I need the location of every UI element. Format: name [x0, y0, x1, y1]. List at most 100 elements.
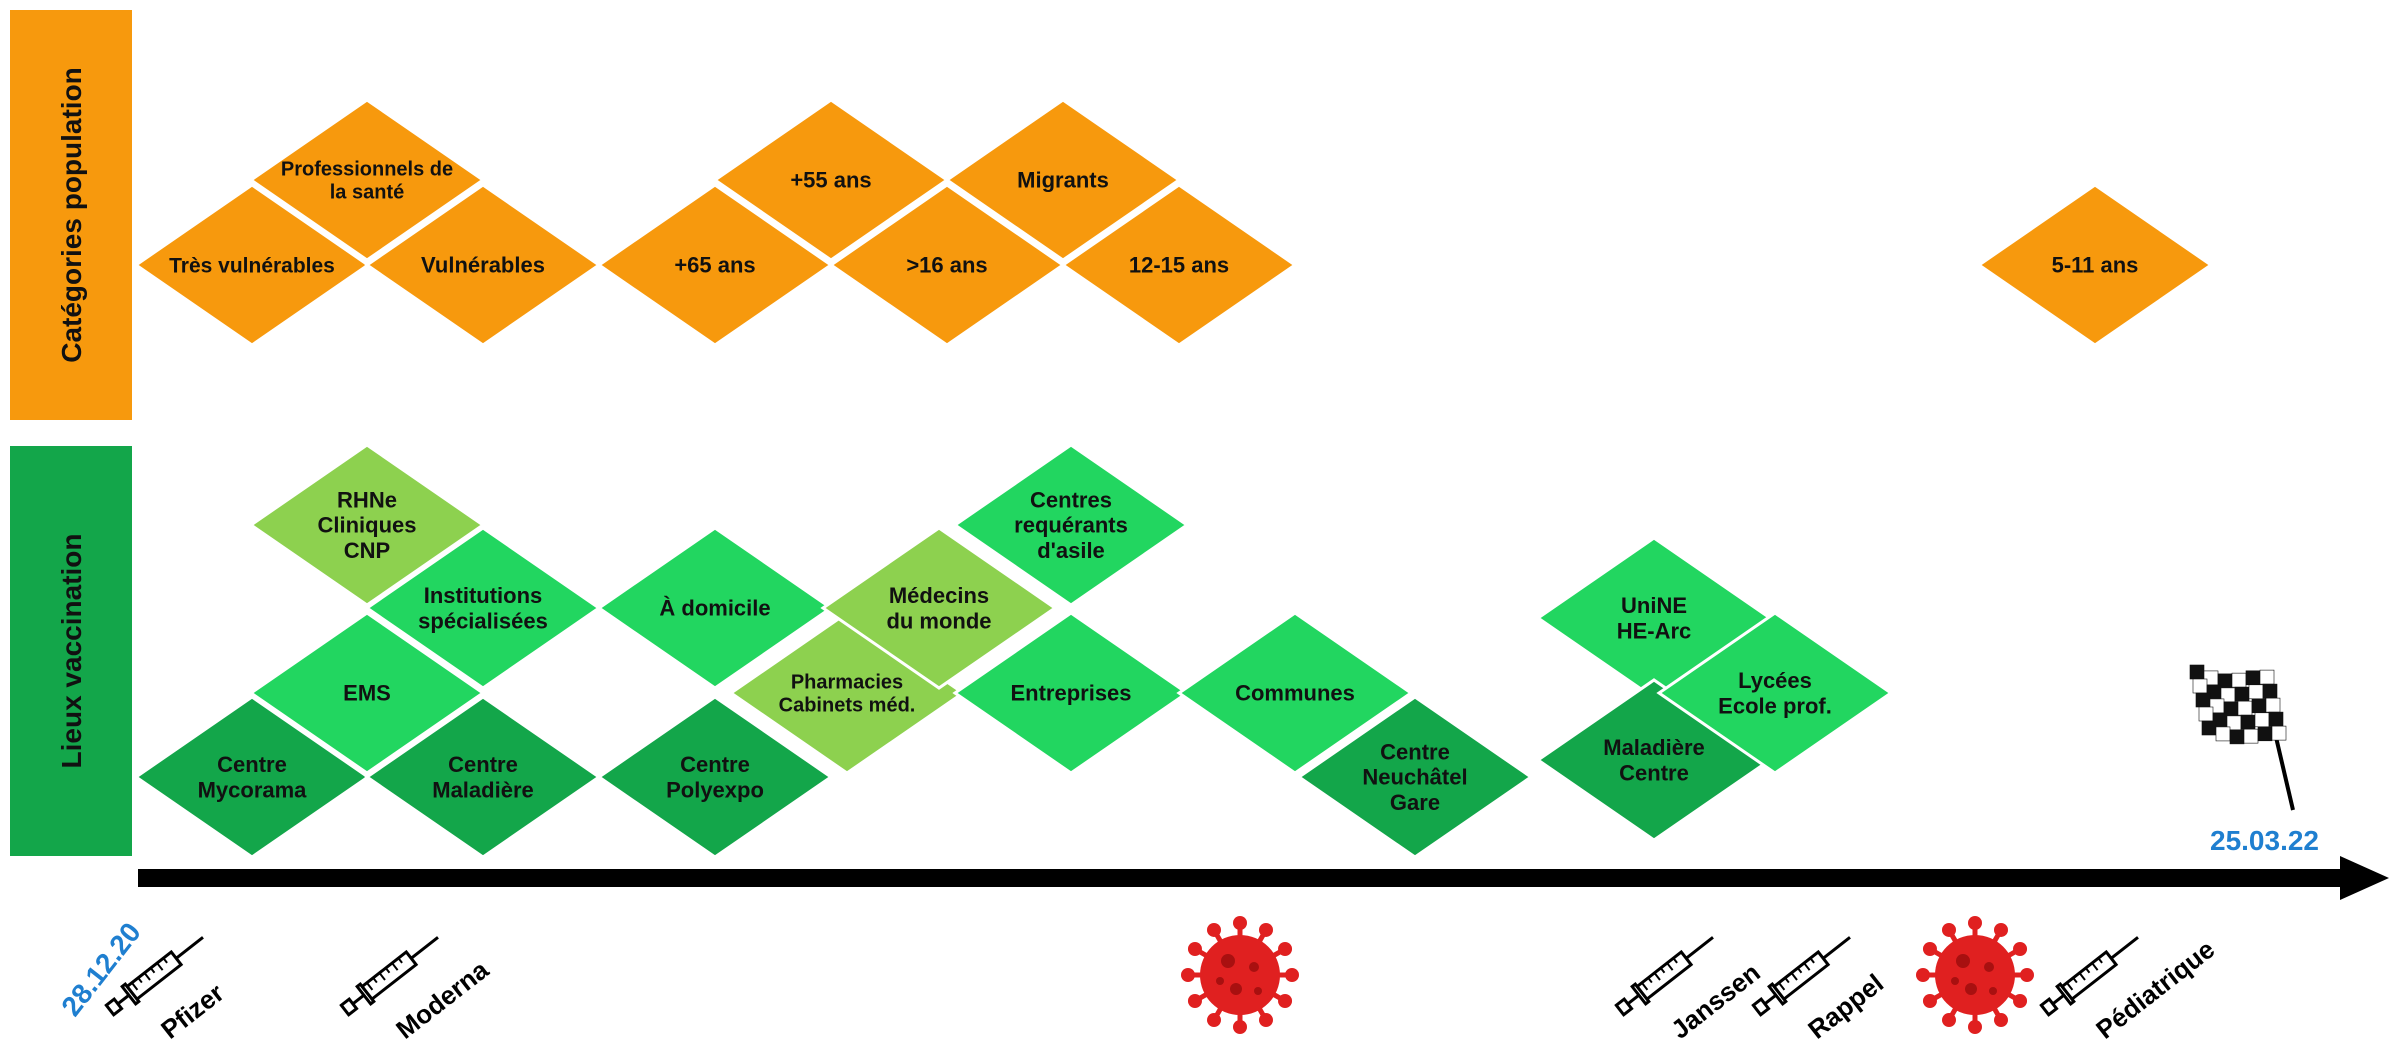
syringe-icon — [2039, 936, 2139, 1017]
syringe-icon — [1751, 936, 1851, 1017]
syringe-icon — [1614, 936, 1714, 1017]
diamond-shape — [828, 183, 1066, 347]
diamond-label-line: Migrants — [1017, 168, 1109, 193]
diamond-label-line: Polyexpo — [666, 777, 764, 802]
diamond-label-line: UniNE — [1621, 593, 1687, 618]
checkered-flag-icon — [2189, 664, 2295, 811]
diamond-migrants: Migrants — [944, 98, 1182, 262]
diamond-shape — [248, 443, 486, 607]
diamond-label-line: +55 ans — [790, 168, 871, 193]
diamond-shape — [596, 526, 834, 690]
diamond-entreprises: Entreprises — [952, 611, 1190, 775]
diamond-plus-16: >16 ans — [828, 183, 1066, 347]
diamond-shape — [364, 183, 602, 347]
diamond-label-line: Lycées — [1738, 668, 1812, 693]
syringe-icon — [104, 936, 204, 1017]
diamond-label-line: Vulnérables — [421, 253, 545, 278]
diamond-label-line: Centres — [1030, 487, 1112, 512]
diamond-label-line: Pharmacies — [791, 672, 903, 694]
diamond-label-line: Communes — [1235, 681, 1355, 706]
diamond-shape — [1176, 611, 1414, 775]
diamond-shape — [133, 695, 371, 859]
diamond-shape — [944, 98, 1182, 262]
diamond-label-line: EMS — [343, 681, 391, 706]
diamond-label-line: la santé — [330, 182, 404, 204]
diamond-a-domicile: À domicile — [596, 526, 834, 690]
diamond-label-line: 12-15 ans — [1129, 253, 1229, 278]
diamond-shape — [1060, 183, 1298, 347]
diamond-plus-65: +65 ans — [596, 183, 834, 347]
diamond-label-line: RHNe — [337, 487, 397, 512]
diamond-shape — [133, 183, 371, 347]
vaccine-label-pfizer: Pfizer — [155, 977, 229, 1044]
diamond-label-line: 5-11 ans — [2052, 253, 2139, 278]
diamond-label-line: À domicile — [659, 596, 770, 621]
diamond-shape — [596, 695, 834, 859]
population-sidebar — [10, 10, 132, 420]
diamond-shape — [248, 611, 486, 775]
lieux-sidebar-label: Lieux vaccination — [56, 534, 87, 769]
diamond-label-line: Ecole prof. — [1718, 693, 1832, 718]
virus-markers — [1181, 916, 2034, 1034]
diamond-label-line: d'asile — [1037, 538, 1105, 563]
diamond-communes: Communes — [1176, 611, 1414, 775]
diamond-label-line: Professionnels de — [281, 159, 453, 181]
diamond-shape — [712, 98, 950, 262]
diamond-label-line: Médecins — [889, 583, 989, 608]
diamond-tres-vulnerables: Très vulnérables — [133, 183, 371, 347]
diamond-shape — [364, 526, 602, 690]
diamond-label-line: >16 ans — [906, 253, 987, 278]
diamond-shape — [952, 611, 1190, 775]
diamond-label-line: Centre — [680, 752, 750, 777]
diamond-label-line: Très vulnérables — [169, 254, 335, 277]
diamond-ans-5-11: 5-11 ans — [1976, 183, 2214, 347]
diamond-shape — [248, 98, 486, 262]
diamond-label-line: +65 ans — [674, 253, 755, 278]
diamond-label-line: Maladière — [1603, 735, 1705, 760]
diamond-label-line: Cliniques — [317, 513, 416, 538]
diamond-ans-12-15: 12-15 ans — [1060, 183, 1298, 347]
diamond-label-line: Centre — [1619, 760, 1689, 785]
syringe-icon — [339, 936, 439, 1017]
diamond-label-line: Entreprises — [1010, 681, 1131, 706]
end-date-label: 25.03.22 — [2210, 825, 2319, 856]
diamond-label-line: du monde — [886, 608, 991, 633]
diamond-label-line: Mycorama — [198, 777, 308, 802]
vaccine-label-rappel: Rappel — [1802, 968, 1889, 1045]
diamond-ems: EMS — [248, 611, 486, 775]
diamond-label-line: Centre — [217, 752, 287, 777]
diamond-label-line: requérants — [1014, 513, 1128, 538]
diamond-label-line: Neuchâtel — [1362, 765, 1467, 790]
diamond-label-line: Centre — [448, 752, 518, 777]
timeline-arrow — [138, 856, 2389, 900]
diamond-shape — [1656, 611, 1894, 775]
diamond-label-line: HE-Arc — [1617, 618, 1692, 643]
diamond-shape — [1976, 183, 2214, 347]
start-date-label: 28.12.20 — [55, 917, 147, 1022]
diamond-shape — [952, 443, 1190, 607]
diamond-label-line: CNP — [344, 538, 390, 563]
diamond-shape — [364, 695, 602, 859]
diamond-plus-55: +55 ans — [712, 98, 950, 262]
diamond-label-line: Cabinets méd. — [779, 695, 916, 717]
diamond-shape — [820, 526, 1058, 690]
lieux-sidebar — [10, 446, 132, 856]
virus-icon — [1916, 916, 2034, 1034]
diamond-shape — [596, 183, 834, 347]
diamond-label-line: Institutions — [424, 583, 543, 608]
diamond-label-line: spécialisées — [418, 608, 548, 633]
diamond-shape — [1296, 695, 1534, 859]
diamond-label-line: Maladière — [432, 777, 534, 802]
